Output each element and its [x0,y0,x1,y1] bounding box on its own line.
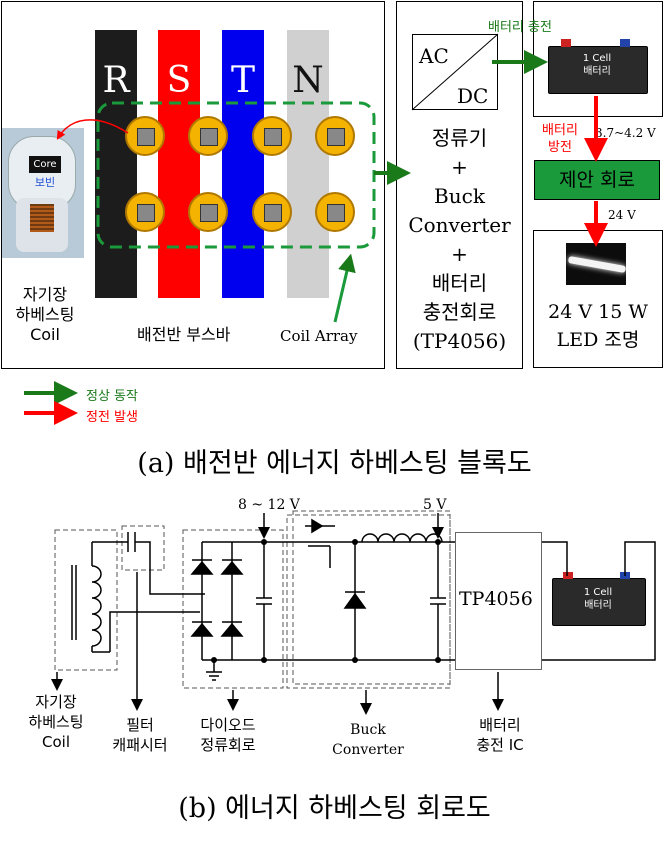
phase-label-n: N [292,60,324,101]
coil [252,192,292,232]
coil [188,116,228,156]
battery-b-plus-terminal [563,572,573,579]
junction-dot [261,539,267,545]
junction-dot [211,657,217,663]
diode [190,622,214,637]
junction-dot [261,657,267,663]
harvest-coil-label: 자기장 하베스팅 Coil [15,285,75,344]
caption-b: (b) 에너지 하베스팅 회로도 [178,793,491,824]
phase-label-t: T [230,60,255,101]
junctions [211,539,441,663]
coil [125,116,165,156]
voltage-range-label: 3.7~4.2 V [595,126,656,140]
busbar-t [222,30,264,298]
busbar-n [287,30,329,298]
junction-dot [435,539,441,545]
phase-label-s: S [166,60,192,101]
coil [315,192,355,232]
busbar-label: 배전반 부스바 [137,325,231,344]
coil-photo: Core 보빈 [2,128,84,258]
battery-plus-lead [542,541,568,576]
v-out-label: 5 V [423,497,447,513]
diode [220,560,244,575]
label-filter-capacitor: 필터 캐패시터 [112,716,168,754]
diode [220,622,244,637]
coil-group-box [54,529,118,671]
filter-group-box [121,525,165,571]
legend-normal-label: 정상 동작 [86,389,138,404]
buck-inductor [361,533,443,543]
battery [548,46,648,94]
coil [252,116,292,156]
ac-label: AC [419,44,449,68]
battery-b-label: 1 Cell 배터리 [583,587,613,611]
coil-array-pointer [333,253,356,323]
battery-discharge-label: 배터리 방전 [542,123,578,155]
v-in-label: 8 ~ 12 V [238,497,300,513]
junction-dot [352,539,358,545]
converter-text: 정류기 + Buck Converter + 배터리 충전회로 (TP4056) [408,126,511,353]
label-diode-rectifier: 다이오드 정류회로 [200,716,256,754]
coil-inset-arrow [56,119,129,140]
junction-dot [435,657,441,663]
tp4056-label: TP4056 [459,588,533,610]
battery-charge-label: 배터리 충전 [488,20,552,35]
coil-array-dashed-box [96,101,376,249]
buck-inner-box [292,510,451,685]
busbar-r [95,30,137,298]
led-label: 24 V 15 W LED 조명 [548,301,648,351]
dc-label: DC [457,84,489,108]
legend-outage-label: 정전 발생 [86,410,138,425]
coil [188,192,228,232]
freewheel-diode [343,592,367,609]
label-harvest-coil: 자기장 하베스팅 Coil [28,693,84,751]
diode [190,560,214,575]
coil-array-label: Coil Array [280,327,358,345]
rectifier-group-box [182,529,284,689]
buck-group-box [286,514,451,689]
mosfet-body-diode [311,518,324,534]
coil [315,116,355,156]
out-voltage-label: 24 V [608,208,636,222]
battery-plus-terminal [561,39,571,47]
coil [125,192,165,232]
inductor-coil [91,565,102,647]
coil-bobbin-shape [8,136,76,210]
label-buck-converter: Buck Converter [332,722,404,758]
caption-a: (a) 배전반 에너지 하베스팅 블록도 [137,448,532,479]
battery-minus-lead [542,541,656,661]
junction-dot [352,657,358,663]
tp4056-box [455,532,542,670]
busbar-s [158,30,200,298]
filter-to-rectifier-wire [135,541,205,595]
ac-dc-diagonal [411,33,499,111]
battery-b [552,578,646,626]
label-charger-ic: 배터리 충전 IC [476,716,524,754]
phase-label-r: R [102,60,130,101]
bobbin-label: 보빈 [34,176,56,189]
led-lamp-image [566,243,627,285]
coil-to-rectifier-wire [109,611,200,652]
battery-cell-label: 1 Cell 배터리 [582,53,612,77]
coil-winding [30,204,54,232]
battery-minus-terminal [620,39,630,47]
core-label: Core [29,156,61,173]
